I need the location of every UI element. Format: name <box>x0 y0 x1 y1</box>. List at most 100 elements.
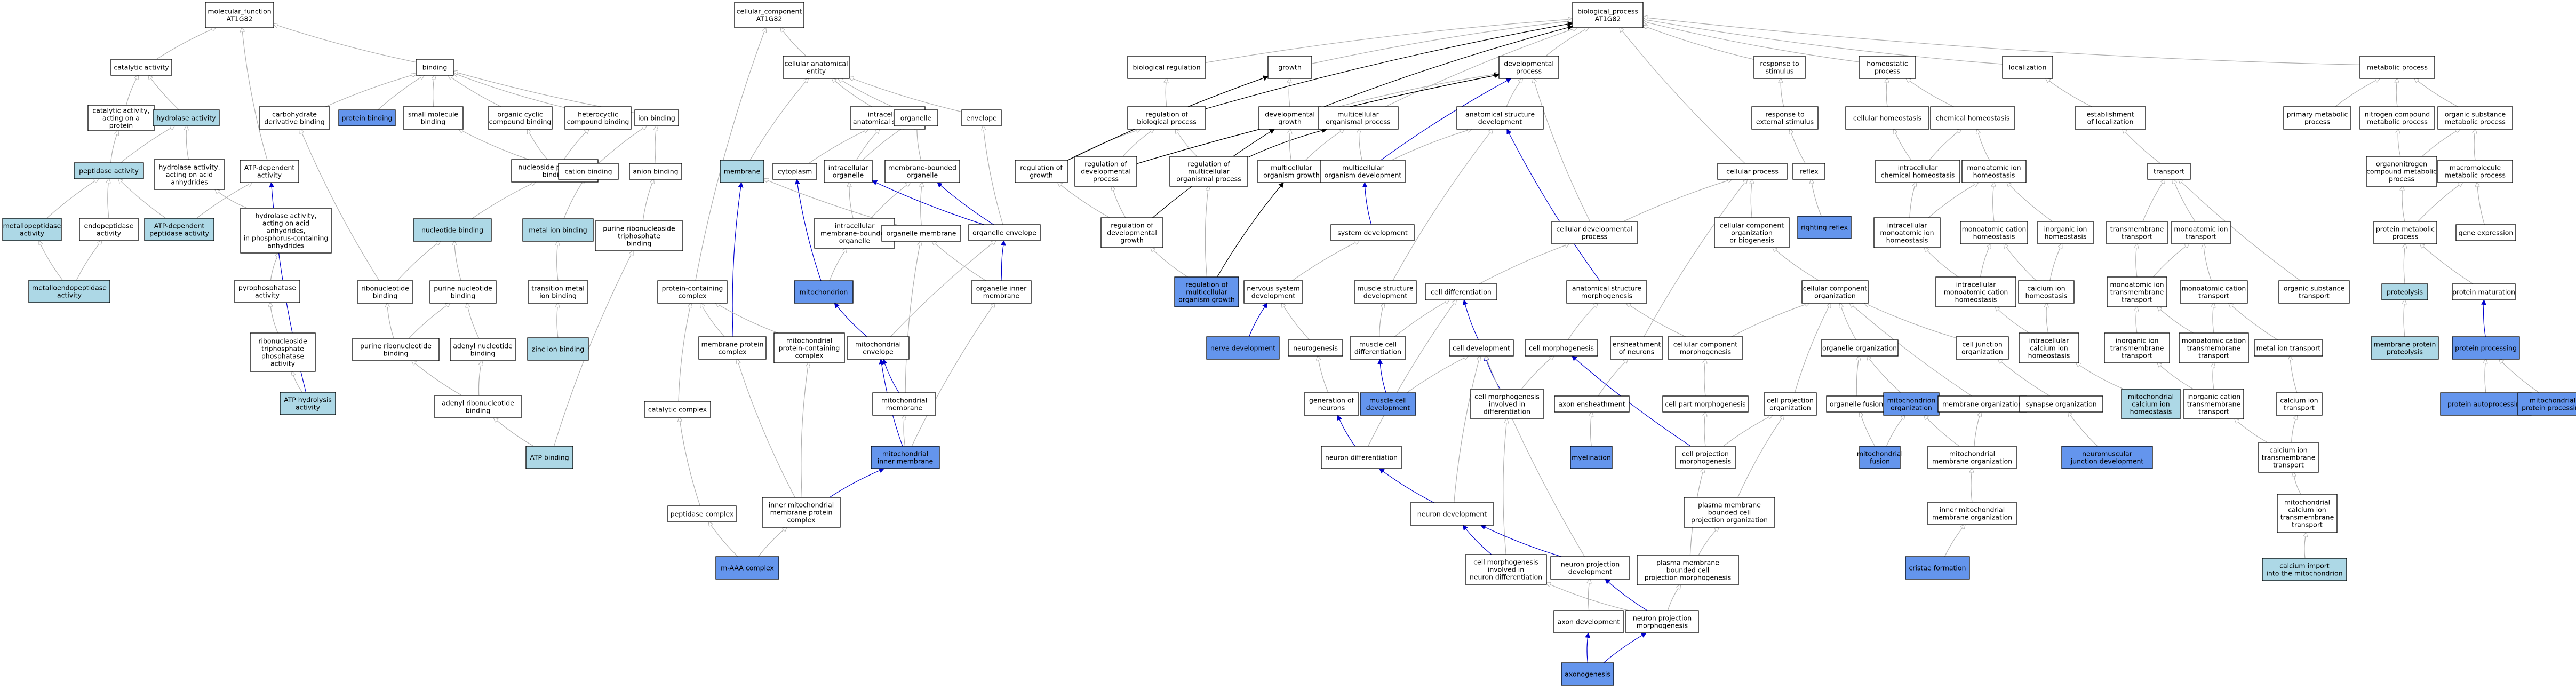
node-protein_processing[interactable]: protein processing <box>2452 336 2520 360</box>
node-hyd_phospho[interactable]: hydrolase activity,acting on acidanhydri… <box>240 208 332 254</box>
node-membrane[interactable]: membrane <box>720 160 764 183</box>
node-cell_part_morph[interactable]: cell part morphogenesis <box>1662 395 1749 413</box>
node-organelle_fusion[interactable]: organelle fusion <box>1826 395 1887 413</box>
node-gene_expr[interactable]: gene expression <box>2455 224 2516 241</box>
node-cell_morph[interactable]: cell morphogenesis <box>1525 339 1598 357</box>
node-catalytic_complex[interactable]: catalytic complex <box>644 401 711 418</box>
node-hydrolase[interactable]: hydrolase activity <box>153 109 220 126</box>
node-chem_homeo[interactable]: chemical homeostasis <box>1930 106 2015 130</box>
node-localization[interactable]: localization <box>2002 56 2053 79</box>
node-zinc[interactable]: zinc ion binding <box>527 337 589 361</box>
node-metabolic[interactable]: metabolic process <box>2359 56 2435 79</box>
node-cation_binding[interactable]: cation binding <box>558 163 619 180</box>
node-envelope[interactable]: envelope <box>961 109 1002 126</box>
node-cell_homeo[interactable]: cellular homeostasis <box>1845 106 1929 130</box>
node-proteolysis[interactable]: proteolysis <box>2381 283 2428 300</box>
node-bio_reg[interactable]: biological regulation <box>1127 56 1206 79</box>
node-nerve_dev[interactable]: nerve development <box>1206 336 1280 360</box>
node-nucleotide_binding[interactable]: nucleotide binding <box>413 218 492 242</box>
node-neurogenesis[interactable]: neurogenesis <box>1288 339 1343 357</box>
node-protein_autoproc[interactable]: protein autoprocessing <box>2440 392 2532 416</box>
node-metal_transport[interactable]: metal ion transport <box>2254 339 2323 357</box>
node-catalytic[interactable]: catalytic activity <box>110 59 172 76</box>
node-myelination[interactable]: myelination <box>1570 446 1613 469</box>
node-righting[interactable]: righting reflex <box>1797 216 1852 239</box>
node-organelle[interactable]: organelle <box>894 109 938 126</box>
node-organelle_org[interactable]: organelle organization <box>1821 339 1899 357</box>
node-organelle_envelope[interactable]: organelle envelope <box>968 224 1041 241</box>
node-ion_binding[interactable]: ion binding <box>634 109 679 126</box>
node-peptidase[interactable]: peptidase activity <box>74 162 144 179</box>
node-mitochondrion[interactable]: mitochondrion <box>794 280 854 304</box>
node-axonogenesis[interactable]: axonogenesis <box>1561 662 1614 686</box>
node-ntp_phosphatase[interactable]: ribonucleosidetriphosphatephosphataseact… <box>250 332 316 372</box>
node-axon_dev[interactable]: axon development <box>1553 610 1624 633</box>
node-cristae[interactable]: cristae formation <box>1905 556 1970 580</box>
node-protein_maturation[interactable]: protein maturation <box>2452 283 2516 300</box>
node-cell_dev[interactable]: cell development <box>1449 339 1514 357</box>
node-neuron_dev[interactable]: neuron development <box>1410 502 1494 526</box>
node-neuron_diff[interactable]: neuron differentiation <box>1321 446 1402 469</box>
node-cellular_process[interactable]: cellular process <box>1717 163 1788 180</box>
